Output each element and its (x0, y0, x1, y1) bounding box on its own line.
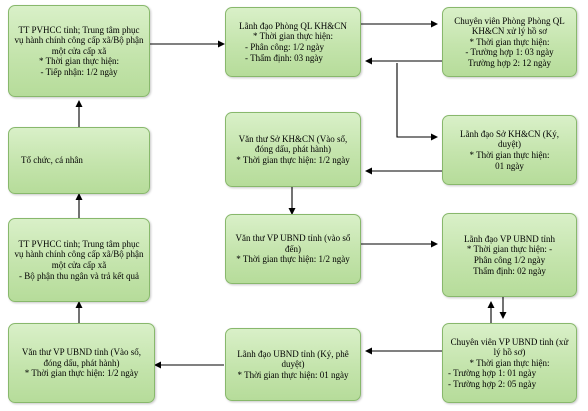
box-line: - Trường hợp 1: 01 ngày (448, 368, 537, 379)
box-title: Lãnh đạo VP UBND tỉnh (464, 233, 555, 244)
box-title: Lãnh đạo UBND tỉnh (Ký, phê duyệt) (237, 348, 349, 370)
box-lanh-dao-vp-ubnd: Lãnh đạo VP UBND tỉnh * Thời gian thực h… (442, 213, 577, 297)
box-tt-pvhcc-tra-ket-qua: TT PVHCC tỉnh; Trung tâm phục vụ hành ch… (8, 218, 150, 302)
box-line: - Bộ phận thu ngân và trả kết quả (19, 270, 139, 281)
box-title: Văn thư VP UBND tỉnh (vào sổ đến) (235, 233, 351, 254)
box-time-label: * Thời gian thực hiện: (469, 150, 550, 160)
box-time-label: * Thời gian thực hiện: (469, 357, 550, 368)
box-van-thu-so: Văn thư Sở KH&CN (Vào sổ, đóng dấu, phát… (225, 112, 361, 187)
box-title: Văn thư Sở KH&CN (Vào sổ, đóng dấu, phát… (238, 133, 348, 155)
box-chuyen-vien-phong: Chuyên viên Phòng Phòng QL KH&CN xử lý h… (442, 7, 577, 77)
box-line: Trường hợp 2: 12 ngày (467, 57, 552, 68)
box-lanh-dao-so: Lãnh đạo Sở KH&CN (Ký, duyệt) * Thời gia… (442, 115, 577, 185)
box-time-label: * Thời gian thực hiện: - (466, 244, 553, 255)
box-van-thu-ubnd-den: Văn thư VP UBND tỉnh (vào sổ đến) * Thời… (225, 214, 361, 284)
arrow-lanh-dao-phong-to-lanh-dao-so (396, 63, 438, 141)
box-title: Lãnh đạo Phòng QL KH&CN (239, 20, 347, 31)
box-time-label: * Thời gian thực hiện: (469, 36, 550, 47)
box-time-label: * Thời gian thực hiện: (253, 31, 333, 42)
box-line: - Thẩm định: 03 ngày (245, 52, 323, 63)
box-title: Lãnh đạo Sở KH&CN (Ký, duyệt) (460, 128, 559, 150)
box-title: Văn thư VP UBND tỉnh (Vào sổ, đóng dấu, … (21, 347, 142, 368)
box-line: - Phân công: 1/2 ngày (245, 42, 324, 52)
box-time-label: * Thời gian thực hiện: 1/2 ngày (236, 154, 350, 165)
box-line: - Trường hợp 1: 03 ngày (465, 47, 554, 58)
box-title: TT PVHCC tỉnh; Trung tâm phục vụ hành ch… (14, 24, 144, 56)
box-tt-pvhcc-tiep-nhan: TT PVHCC tỉnh; Trung tâm phục vụ hành ch… (8, 5, 150, 97)
box-van-thu-ubnd-phat-hanh: Văn thư VP UBND tỉnh (Vào sổ, đóng dấu, … (8, 323, 155, 403)
box-line: Thẩm định: 02 ngày (473, 265, 546, 276)
box-line: Phân công 1/2 ngày (473, 255, 546, 265)
box-title: Chuyên viên VP UBND tỉnh (xử lý hồ sơ) (450, 336, 569, 358)
box-lanh-dao-ubnd: Lãnh đạo UBND tỉnh (Ký, phê duyệt) * Thờ… (225, 328, 361, 401)
box-line: - Tiếp nhận: 1/2 ngày (40, 66, 118, 77)
box-chuyen-vien-vp-ubnd: Chuyên viên VP UBND tỉnh (xử lý hồ sơ) *… (442, 323, 577, 403)
box-line: - Trường hợp 2: 05 ngày (448, 378, 537, 389)
box-title: Chuyên viên Phòng Phòng QL KH&CN xử lý h… (454, 15, 565, 37)
box-lanh-dao-phong: Lãnh đạo Phòng QL KH&CN * Thời gian thực… (225, 7, 361, 77)
box-title: Tổ chức, cá nhân (21, 155, 83, 166)
box-time-label: * Thời gian thực hiện: (39, 56, 119, 67)
box-time-label: * Thời gian thực hiện: 1/2 ngày (236, 254, 350, 265)
box-time-label: * Thời gian thực hiện: 1/2 ngày (24, 368, 139, 379)
box-to-chuc-ca-nhan: Tổ chức, cá nhân (8, 127, 150, 194)
box-time-label: * Thời gian thực hiện: 01 ngày (237, 369, 349, 380)
box-line: 01 ngày (495, 160, 524, 171)
box-title: TT PVHCC tỉnh; Trung tâm phục vụ hành ch… (14, 238, 144, 270)
